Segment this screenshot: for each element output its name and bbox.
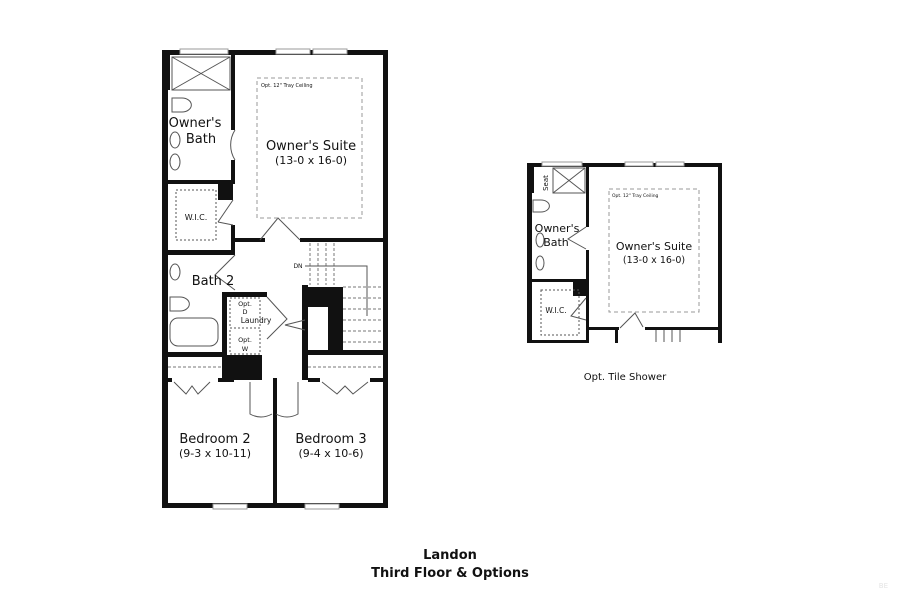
walls-main xyxy=(162,50,388,508)
fixtures-main xyxy=(169,56,369,418)
tray-ceiling-outline xyxy=(256,77,363,219)
labels-option: Seat Opt. 12" Tray Ceiling Owner's Bath … xyxy=(535,175,693,383)
dn-label: DN xyxy=(293,263,302,270)
wic-label: W.I.C. xyxy=(185,213,208,222)
seat-label: Seat xyxy=(542,175,550,191)
tray-ceiling-outline-option xyxy=(608,188,700,313)
watermark-logo: BE xyxy=(878,582,888,590)
bedroom2-label: Bedroom 2 xyxy=(179,432,250,447)
laundry-label: Laundry xyxy=(241,316,272,325)
opt-d-label-1: Opt. xyxy=(238,300,252,308)
wic-label-option: W.I.C. xyxy=(545,306,566,315)
tray-ceiling-label: Opt. 12" Tray Ceiling xyxy=(261,83,313,89)
option-caption: Opt. Tile Shower xyxy=(584,372,667,383)
owners-bath-label-option-2: Bath xyxy=(543,236,569,249)
stairs-main xyxy=(168,243,383,368)
windows-main xyxy=(179,48,348,510)
windows-option xyxy=(541,161,685,167)
bedroom3-label: Bedroom 3 xyxy=(295,432,366,447)
opt-w-label-2: W xyxy=(242,345,249,353)
labels-main: Opt. 12" Tray Ceiling Owner's Bath Owner… xyxy=(169,83,367,460)
owners-bath-label-option-1: Owner's xyxy=(535,222,580,235)
plan-subtitle: Third Floor & Options xyxy=(371,566,529,581)
owners-bath-label-1: Owner's xyxy=(169,116,222,131)
tray-ceiling-label-option: Opt. 12" Tray Ceiling xyxy=(612,193,659,199)
plan-name: Landon xyxy=(423,548,477,563)
bath2-label: Bath 2 xyxy=(192,274,235,289)
owners-suite-label-option: Owner's Suite xyxy=(616,240,692,253)
owners-bath-label-2: Bath xyxy=(186,132,216,147)
walls-option xyxy=(527,163,722,343)
opt-w-label-1: Opt. xyxy=(238,336,252,344)
bedroom3-size: (9-4 x 10-6) xyxy=(298,447,363,460)
fixtures-option xyxy=(532,167,681,342)
bedroom2-size: (9-3 x 10-11) xyxy=(179,447,251,460)
owners-suite-label: Owner's Suite xyxy=(266,139,356,154)
stair-arrow-down-icon xyxy=(305,265,368,316)
owners-suite-size: (13-0 x 16-0) xyxy=(275,154,347,167)
opt-d-label-2: D xyxy=(242,308,247,316)
owners-suite-size-option: (13-0 x 16-0) xyxy=(623,255,685,266)
